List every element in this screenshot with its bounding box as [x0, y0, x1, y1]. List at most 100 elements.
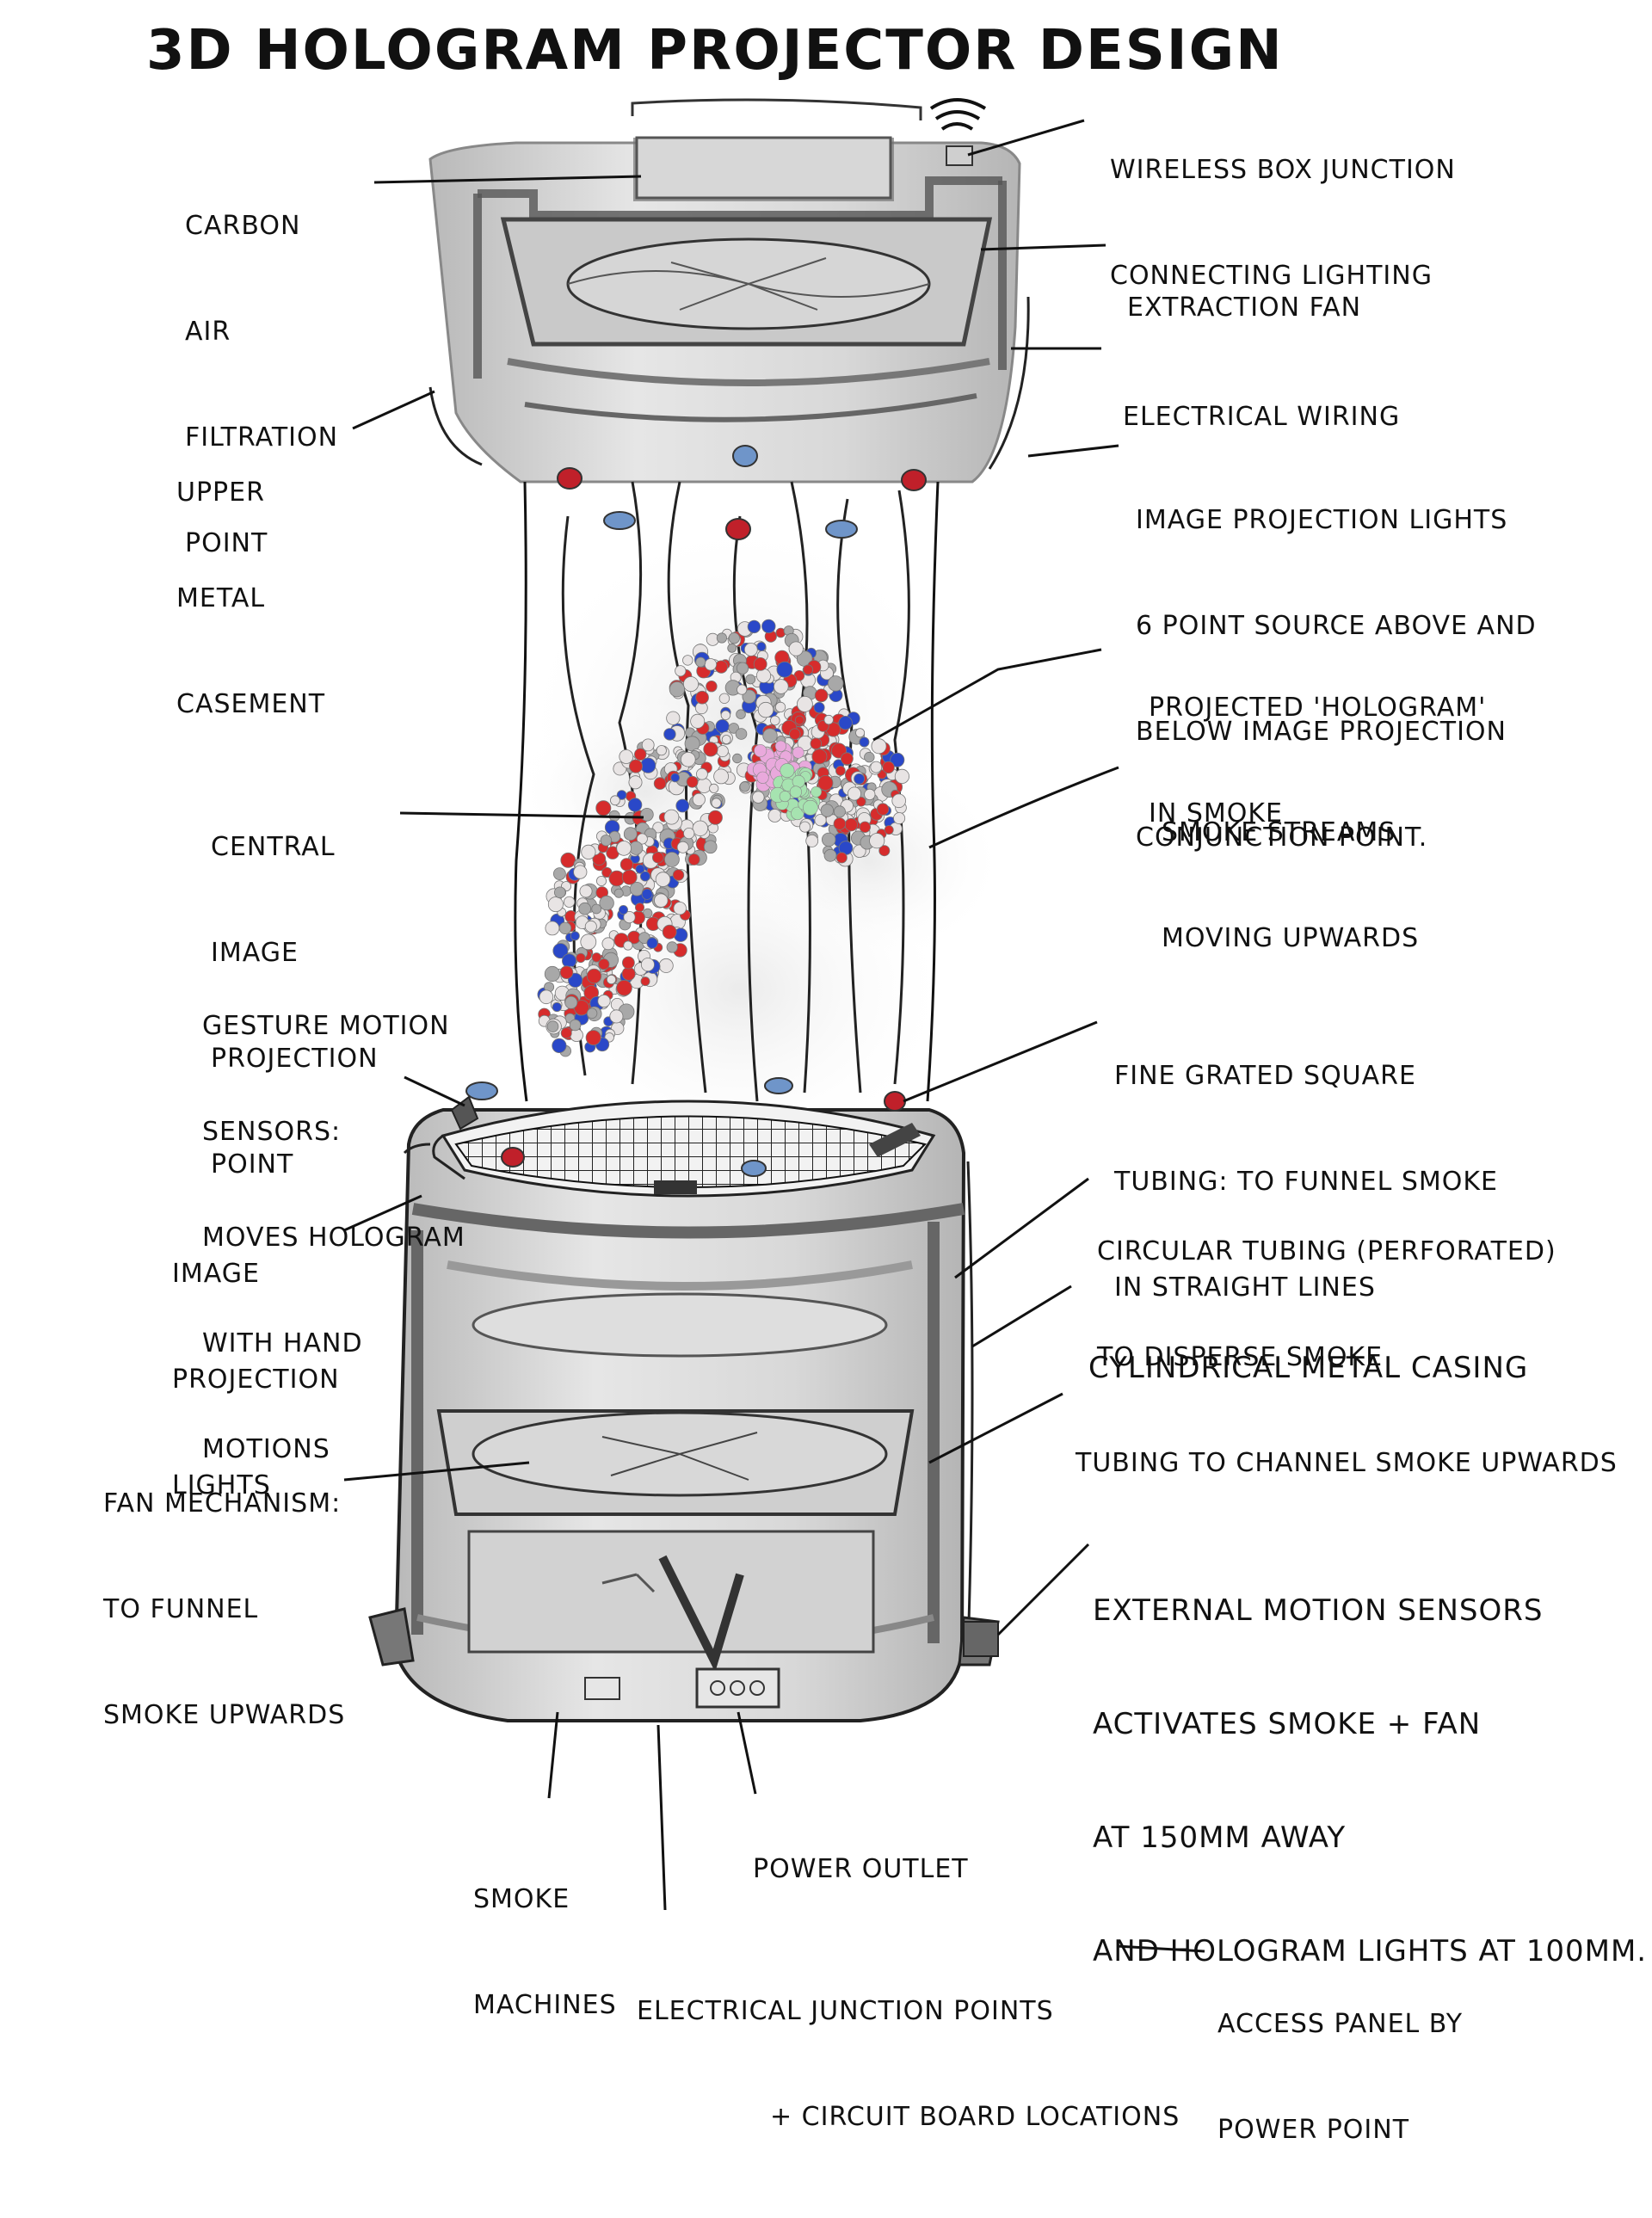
- hologram-atom: [718, 693, 730, 705]
- hologram-atom: [716, 745, 729, 758]
- hologram-atom: [859, 736, 870, 748]
- diagram: 3D HOLOGRAM PROJECTOR DESIGN WIRELESS BO…: [103, 19, 1648, 2145]
- projection-lights-lower: [465, 1077, 906, 1177]
- carbon-air-filter: [635, 136, 892, 200]
- hologram-atom: [714, 660, 728, 674]
- page-title: 3D HOLOGRAM PROJECTOR DESIGN: [146, 19, 1284, 83]
- label-external-motion-sensors: EXTERNAL MOTION SENSORS ACTIVATES SMOKE …: [1093, 1593, 1648, 1968]
- label-image-projection-lights-lower: IMAGE PROJECTION LIGHTS: [172, 1259, 340, 1500]
- label-power-outlet: POWER OUTLET: [753, 1854, 969, 1884]
- hologram-atom: [544, 965, 561, 983]
- label-image-projection-lights-top: IMAGE PROJECTION LIGHTS 6 POINT SOURCE A…: [1136, 505, 1537, 853]
- hologram-atom: [805, 835, 819, 847]
- label-electrical-wiring: ELECTRICAL WIRING: [1123, 402, 1401, 432]
- hologram-atom: [794, 715, 804, 725]
- fan-mechanism: [436, 1409, 915, 1516]
- leader-projection-lights: [1027, 444, 1119, 458]
- leader-upper-casement: [352, 390, 435, 430]
- hologram-atom: [546, 1020, 559, 1032]
- hologram-atom: [728, 632, 740, 644]
- hologram-atom: [580, 933, 597, 951]
- label-gesture-motion-sensors: GESTURE MOTION SENSORS: MOVES HOLOGRAM W…: [202, 1011, 465, 1464]
- hologram-ligand-atom: [792, 774, 805, 788]
- hologram-atom: [675, 798, 690, 813]
- hologram-ligand-atom: [791, 806, 804, 821]
- hologram-atom: [876, 803, 890, 816]
- hologram-ligand-atom: [774, 740, 787, 752]
- hologram-atom: [619, 905, 629, 915]
- hologram-atom: [623, 940, 633, 951]
- leader-electrical-junction: [656, 1724, 667, 1911]
- leader-central-point: [399, 811, 644, 819]
- hologram-atom: [835, 852, 848, 864]
- hologram-atom: [686, 775, 699, 788]
- hologram-atom: [616, 980, 632, 996]
- hologram-atom: [654, 893, 669, 908]
- hologram-atom: [539, 989, 554, 1005]
- hologram-atom: [728, 723, 740, 734]
- hologram-atom: [672, 869, 685, 881]
- hologram-atom: [715, 718, 730, 734]
- hologram-atom: [893, 812, 906, 825]
- hologram-atom: [640, 807, 654, 822]
- hologram-atom: [838, 716, 853, 730]
- hologram-atom: [716, 632, 728, 644]
- leader-external-sensors: [996, 1543, 1090, 1636]
- leader-cylindrical-casing: [971, 1285, 1072, 1348]
- hologram-atom: [586, 1007, 598, 1020]
- hologram-atom: [627, 798, 643, 812]
- hologram-atom: [658, 958, 674, 973]
- hologram-atom: [675, 665, 687, 677]
- hologram-atom: [721, 735, 731, 744]
- hologram-atom: [747, 619, 761, 634]
- hologram-atom: [833, 817, 847, 830]
- hologram-atom: [584, 920, 597, 933]
- hologram-atom: [767, 809, 782, 823]
- hologram-atom: [621, 966, 636, 981]
- hologram-atom: [616, 790, 627, 800]
- hologram-ligand-atom: [756, 771, 769, 784]
- hologram-atom: [884, 825, 894, 835]
- hologram-atom: [735, 728, 748, 740]
- hologram-atom: [713, 768, 729, 785]
- hologram-atom: [864, 788, 876, 801]
- hologram-atom: [585, 1030, 601, 1046]
- hologram-atom: [623, 827, 638, 841]
- hologram-atom: [666, 711, 681, 725]
- extraction-fan: [500, 217, 993, 347]
- hologram-atom: [680, 751, 696, 767]
- hologram-atom: [890, 752, 905, 767]
- hologram-atom: [669, 681, 686, 698]
- hologram-atom: [687, 853, 700, 866]
- leader-circular-tubing: [954, 1177, 1089, 1279]
- hologram-atom: [737, 684, 748, 695]
- hologram-atom: [878, 845, 891, 857]
- hologram-atom: [841, 752, 854, 766]
- hologram-atom: [613, 888, 624, 898]
- hologram-atom: [864, 751, 875, 763]
- hologram-atom: [635, 864, 645, 874]
- hologram-atom: [663, 809, 680, 825]
- hologram-atom: [570, 931, 580, 941]
- hologram-atom: [655, 872, 671, 887]
- hologram-atom: [620, 858, 634, 872]
- hologram-atom: [569, 1019, 582, 1032]
- hologram-atom: [656, 745, 667, 756]
- hologram-atom: [855, 796, 866, 807]
- hologram-atom: [757, 701, 774, 718]
- smoke-machine: [467, 1530, 875, 1700]
- hologram-atom: [871, 738, 887, 755]
- label-smoke-machines: SMOKE MACHINES: [473, 1884, 617, 2020]
- hologram-atom: [703, 742, 718, 757]
- hologram-atom: [640, 977, 650, 987]
- hologram-atom: [695, 690, 709, 705]
- hologram-atom: [599, 895, 614, 911]
- leader-smoke-machines: [547, 1711, 559, 1799]
- hologram-atom: [752, 791, 765, 804]
- circular-tubing: [447, 1260, 913, 1358]
- hologram-atom: [882, 761, 895, 774]
- hologram-atom: [695, 656, 706, 668]
- hologram-atom: [606, 974, 617, 985]
- hologram-atom: [709, 783, 719, 794]
- hologram-atom: [600, 835, 613, 847]
